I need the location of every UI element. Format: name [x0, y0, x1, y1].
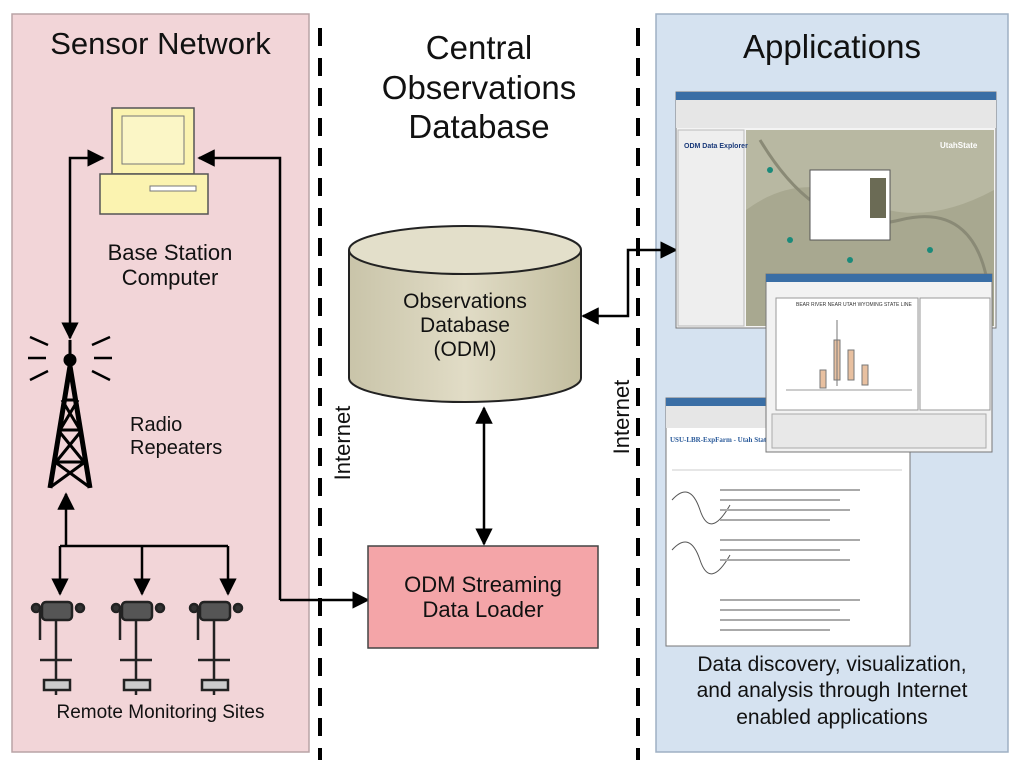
- streaming-loader-label-line: Data Loader: [422, 597, 544, 623]
- applications-title: Applications: [743, 28, 921, 65]
- odm-database-label-line: (ODM): [433, 338, 497, 362]
- base-station-label: Base Station Computer: [60, 240, 280, 291]
- weather-station-icon: [110, 600, 166, 695]
- applications-caption-line: Data discovery, visualization,: [697, 653, 967, 676]
- streaming-app-title: USU-LBR-ExpFarm - Utah State University: [670, 436, 803, 444]
- computer-to-loader-link: [197, 149, 282, 600]
- central-title-line: Observations: [381, 68, 577, 106]
- odm-database-cylinder: [348, 225, 582, 403]
- odm-database-label-line: Observations: [403, 290, 527, 313]
- base-station-label-line: Computer: [121, 265, 219, 291]
- applications-caption-line: and analysis through Internet: [696, 679, 968, 703]
- left-internet-label: Internet: [330, 405, 355, 481]
- radio-repeaters-label-line: Radio: [130, 414, 183, 436]
- applications-caption-line: enabled applications: [736, 705, 928, 729]
- odm-database-label: Observations Database (ODM): [349, 290, 581, 362]
- weather-station-icon: [188, 600, 244, 695]
- weather-station-icon: [30, 600, 86, 695]
- central-database-title: Central Observations Database: [326, 28, 632, 147]
- sensor-network-title: Sensor Network: [50, 26, 271, 61]
- map-app-title: ODM Data Explorer: [684, 143, 748, 150]
- streaming-loader-label-line: ODM Streaming: [404, 572, 562, 597]
- map-app-brand: UtahState: [940, 141, 978, 150]
- streaming-loader-label: ODM Streaming Data Loader: [368, 572, 598, 623]
- analysis-app-title: BEAR RIVER NEAR UTAH WYOMING STATE LINE: [796, 302, 913, 308]
- computer-icon: [99, 107, 209, 215]
- central-title-line: Central: [425, 29, 533, 66]
- radio-tower-icon: [28, 335, 112, 489]
- remote-sites-label: Remote Monitoring Sites: [56, 702, 265, 723]
- computer-to-tower-link: [61, 149, 105, 340]
- analysis-app-screenshot: [765, 273, 993, 453]
- base-station-label-line: Base Station: [107, 240, 233, 265]
- central-title-line: Database: [408, 108, 550, 146]
- applications-caption: Data discovery, visualization, and analy…: [656, 652, 1008, 731]
- radio-repeaters-label: Radio Repeaters: [130, 414, 222, 460]
- db-apps-link: [581, 241, 678, 325]
- radio-repeaters-label-line: Repeaters: [130, 437, 223, 459]
- right-internet-label: Internet: [609, 379, 634, 455]
- odm-database-label-line: Database: [420, 314, 510, 338]
- streaming-loader-box: [367, 545, 599, 649]
